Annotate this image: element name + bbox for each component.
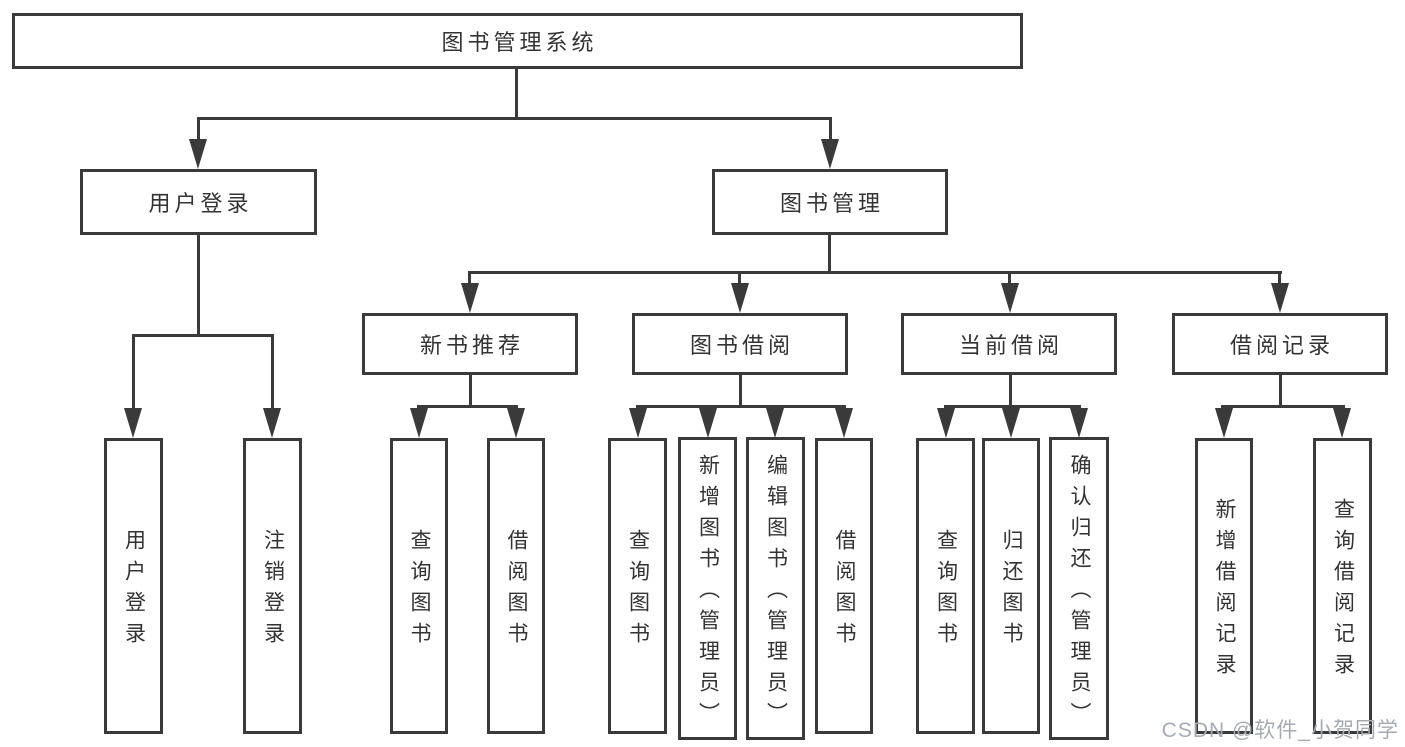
connector-arrowhead — [699, 408, 717, 438]
leaf-borrow-books: 借阅图书 — [815, 438, 873, 734]
leaf-add-borrow-record: 新增借阅记录 — [1195, 438, 1253, 734]
leaf-confirm-return-admin-label: 确认归还（管理员） — [1068, 454, 1091, 733]
connector-line — [738, 271, 741, 289]
node-user-login: 用户登录 — [80, 169, 317, 235]
node-book-management: 图书管理 — [712, 169, 948, 235]
node-new-book-recommendation: 新书推荐 — [362, 313, 578, 375]
connector-arrowhead — [507, 408, 525, 438]
connector-line — [197, 117, 200, 147]
connector-line — [468, 271, 1282, 274]
connector-line — [132, 334, 135, 412]
connector-arrowhead — [1002, 408, 1020, 438]
connector-line — [1278, 271, 1281, 289]
connector-line — [468, 271, 471, 289]
connector-arrowhead — [410, 408, 428, 438]
connector-line — [1279, 375, 1282, 408]
connector-arrowhead — [1215, 408, 1233, 438]
connector-line — [271, 334, 274, 412]
leaf-query-books-current: 查询图书 — [916, 438, 975, 734]
connector-line — [515, 69, 518, 120]
connector-arrowhead — [1271, 283, 1289, 313]
node-current-borrowing: 当前借阅 — [901, 313, 1117, 375]
connector-arrowhead — [821, 139, 839, 169]
leaf-borrow-books-recommend: 借阅图书 — [487, 438, 545, 734]
connector-arrowhead — [189, 139, 207, 169]
node-book-management-label: 图书管理 — [779, 191, 884, 216]
leaf-add-borrow-record-label: 新增借阅记录 — [1213, 498, 1236, 684]
leaf-user-login: 用户登录 — [104, 438, 163, 734]
connector-line — [1221, 405, 1345, 408]
leaf-return-books: 归还图书 — [982, 438, 1040, 734]
connector-line — [132, 334, 274, 337]
leaf-query-books-recommend: 查询图书 — [390, 438, 448, 734]
connector-arrowhead — [1070, 408, 1088, 438]
leaf-edit-books-admin-label: 编辑图书（管理员） — [764, 454, 788, 733]
leaf-return-books-label: 归还图书 — [1000, 529, 1023, 653]
leaf-add-books-admin: 新增图书（管理员） — [678, 437, 737, 740]
connector-arrowhead — [766, 408, 784, 438]
connector-arrowhead — [1001, 283, 1019, 313]
connector-line — [944, 405, 1081, 408]
connector-line — [197, 117, 832, 120]
csdn-watermark: CSDN @软件_小贺同学 — [1161, 719, 1399, 742]
leaf-query-books-borrowing-label: 查询图书 — [626, 529, 650, 653]
node-book-borrowing: 图书借阅 — [632, 313, 848, 375]
connector-line — [828, 235, 831, 274]
connector-arrowhead — [937, 408, 955, 438]
connector-line — [636, 405, 846, 408]
node-current-borrowing-label: 当前借阅 — [958, 333, 1063, 358]
connector-line — [417, 405, 518, 408]
node-new-book-recommendation-label: 新书推荐 — [419, 333, 524, 358]
connector-arrowhead — [1333, 408, 1351, 438]
connector-arrowhead — [263, 408, 281, 438]
leaf-edit-books-admin: 编辑图书（管理员） — [746, 437, 805, 740]
node-root: 图书管理系统 — [12, 13, 1023, 69]
leaf-borrow-books-label: 借阅图书 — [833, 529, 856, 653]
connector-arrowhead — [124, 408, 142, 438]
connector-line — [739, 375, 742, 408]
node-user-login-label: 用户登录 — [148, 191, 253, 216]
leaf-confirm-return-admin: 确认归还（管理员） — [1049, 437, 1109, 740]
connector-arrowhead — [629, 408, 647, 438]
connector-arrowhead — [731, 283, 749, 313]
leaf-query-books-current-label: 查询图书 — [934, 529, 958, 653]
leaf-query-borrow-record: 查询借阅记录 — [1313, 438, 1372, 734]
connector-line — [197, 235, 200, 337]
leaf-query-books-borrowing: 查询图书 — [608, 438, 667, 734]
leaf-logout-label: 注销登录 — [261, 529, 285, 653]
leaf-logout: 注销登录 — [243, 438, 302, 734]
leaf-query-books-recommend-label: 查询图书 — [408, 529, 431, 653]
node-book-borrowing-label: 图书借阅 — [689, 333, 794, 358]
leaf-query-borrow-record-label: 查询借阅记录 — [1331, 498, 1355, 684]
leaf-borrow-books-recommend-label: 借阅图书 — [505, 529, 528, 653]
leaf-user-login-label: 用户登录 — [122, 529, 146, 653]
leaf-add-books-admin-label: 新增图书（管理员） — [696, 454, 720, 733]
connector-line — [1008, 271, 1011, 289]
node-borrowing-records-label: 借阅记录 — [1229, 333, 1334, 358]
connector-line — [829, 117, 832, 147]
connector-arrowhead — [461, 283, 479, 313]
connector-line — [1009, 375, 1012, 408]
node-root-label: 图书管理系统 — [441, 30, 598, 55]
connector-line — [469, 375, 472, 408]
node-borrowing-records: 借阅记录 — [1172, 313, 1388, 375]
connector-arrowhead — [835, 408, 853, 438]
